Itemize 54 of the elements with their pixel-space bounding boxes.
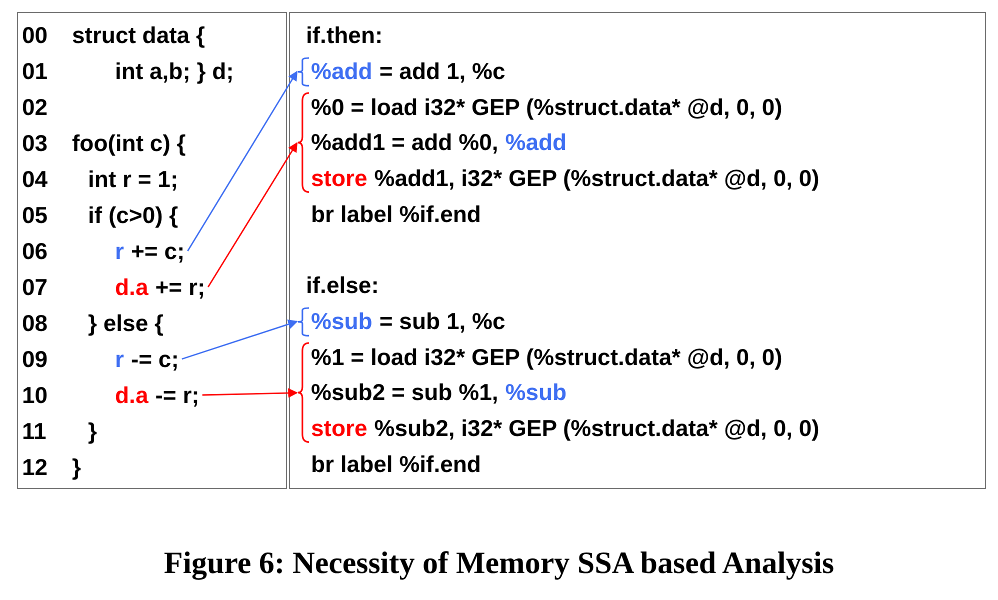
highlighted-code: d.a [115,274,148,300]
code-text: br label %if.end [311,200,481,228]
figure-caption: Figure 6: Necessity of Memory SSA based Analysis [162,545,836,581]
arrow [202,388,298,398]
block-label: if.then: [306,22,383,50]
code-text: } [88,418,97,444]
code-text: int r = 1; [88,166,178,192]
code-text: foo(int c) { [72,130,186,156]
highlighted-code: store [311,165,368,192]
code-text: %add1, i32* GEP (%struct.data* @d, 0, 0) [374,165,820,192]
code-text: br label %if.end [311,450,481,478]
highlighted-code: store [311,415,368,442]
line-number: 05 [22,202,49,228]
highlighted-code: %sub [311,308,372,335]
code-text: %add1 = add %0, [311,129,498,156]
code-text: } else { [88,310,164,336]
line-number: 06 [22,238,49,264]
code-text: if (c>0) { [88,202,178,228]
code-text: += r; [155,274,206,300]
code-text: %1 = load i32* GEP (%struct.data* @d, 0, 0) [311,344,782,371]
arrow [187,70,298,252]
line-number: 03 [22,130,49,156]
ir-code-panel [289,12,986,489]
line-number: 02 [22,94,49,120]
line-number: 12 [22,454,49,480]
code-text: %0 = load i32* GEP (%struct.data* @d, 0, 0) [311,94,782,121]
source-code-panel [17,12,287,489]
highlighted-code: r [115,346,124,372]
highlighted-code: %add [311,58,372,86]
code-text: struct data { [72,22,205,48]
code-text: int a,b; } d; [115,58,234,84]
highlighted-code: d.a [115,382,148,408]
highlighted-code: %sub [505,379,567,406]
code-text: -= r; [155,382,200,408]
line-number: 11 [22,418,48,444]
line-number: 01 [22,58,49,84]
line-number: 00 [22,22,49,48]
block-label: if.else: [306,272,379,300]
line-number: 09 [22,346,49,372]
code-text: = add 1, %c [379,58,506,86]
code-text: %sub2, i32* GEP (%struct.data* @d, 0, 0) [374,415,820,442]
line-number: 10 [22,382,49,408]
highlighted-code: r [115,238,124,264]
highlighted-code: %add [505,129,567,156]
code-text: } [72,454,81,480]
arrow [182,320,298,360]
code-text: -= c; [130,346,179,372]
code-text: %sub2 = sub %1, [311,379,498,406]
line-number: 07 [22,274,49,300]
code-text: += c; [130,238,185,264]
arrow [208,142,298,288]
line-number: 08 [22,310,49,336]
code-text: = sub 1, %c [379,308,506,335]
line-number: 04 [22,166,49,192]
